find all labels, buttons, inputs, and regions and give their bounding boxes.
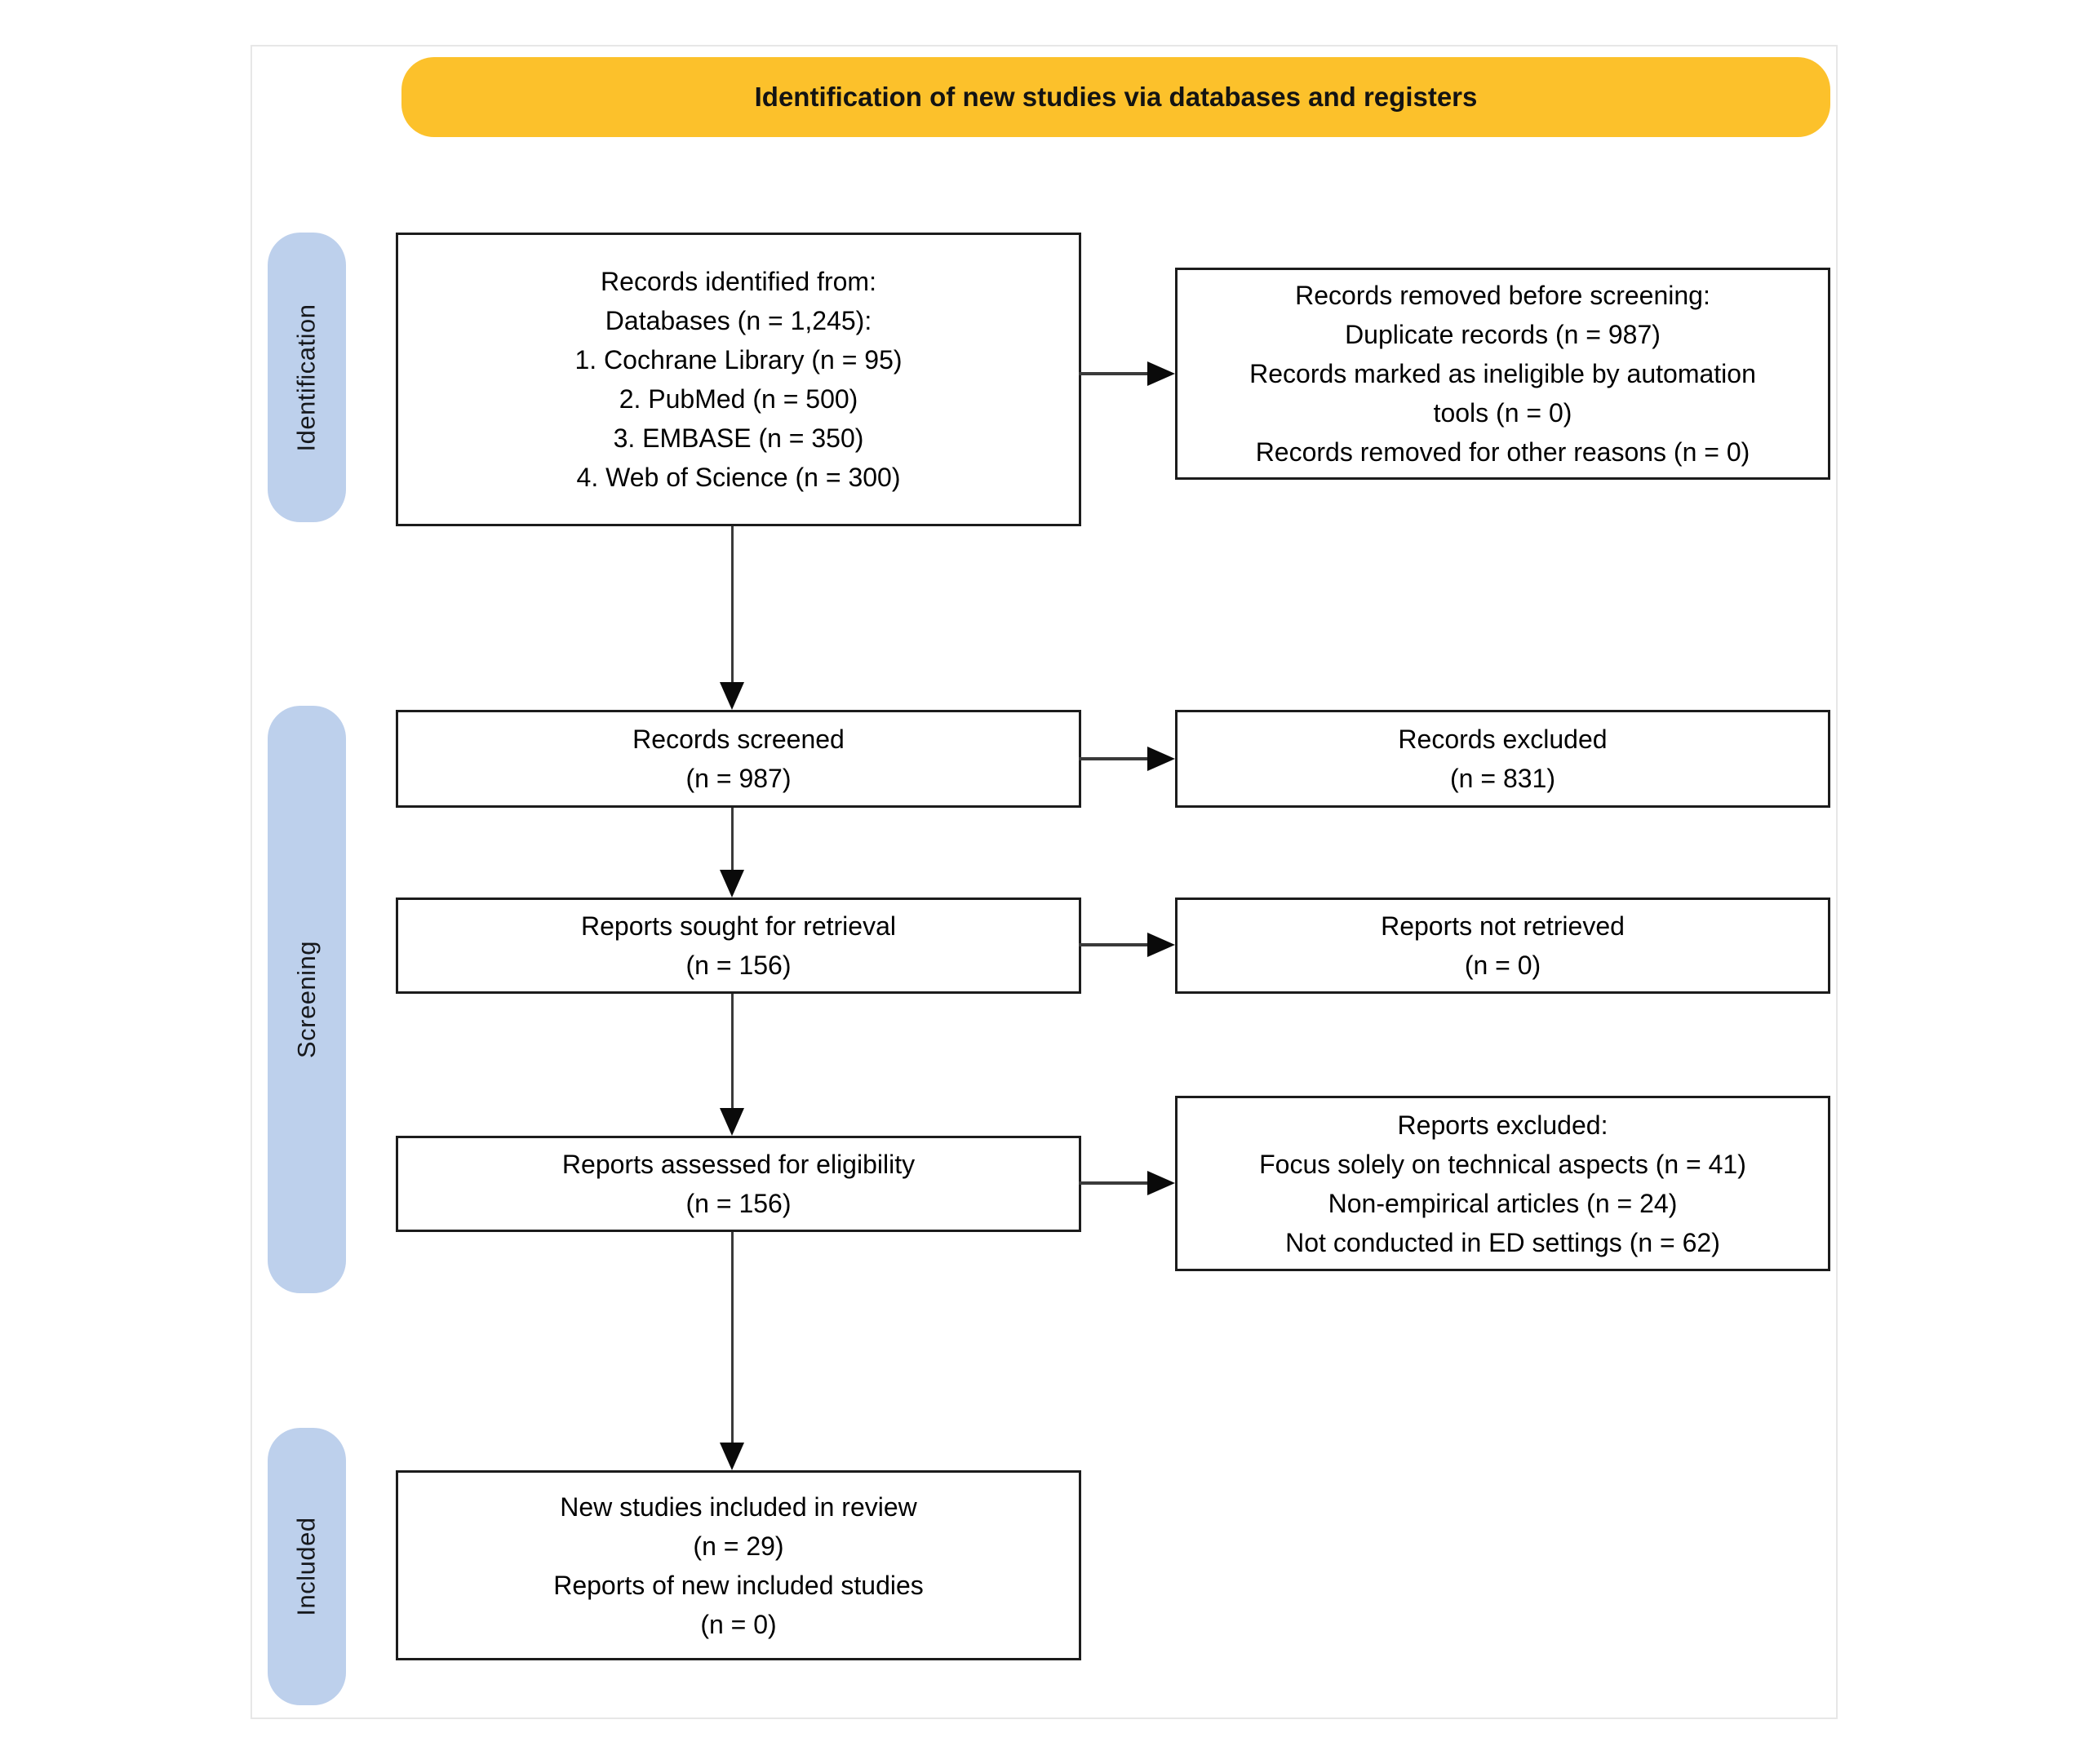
box-reports-excluded: Reports excluded: Focus solely on techni…	[1175, 1096, 1830, 1271]
arrow-shaft	[731, 1232, 734, 1443]
box-line: Reports sought for retrieval	[581, 911, 896, 941]
arrow-head-down-icon	[720, 1443, 744, 1470]
box-line: Records identified from:	[601, 267, 876, 296]
box-line: Records marked as ineligible by automati…	[1249, 359, 1756, 388]
box-line: (n = 156)	[685, 1189, 792, 1218]
box-line: 3. EMBASE (n = 350)	[613, 423, 864, 453]
arrow-head-right-icon	[1147, 747, 1175, 771]
arrow-shaft	[1079, 943, 1147, 946]
arrow-head-right-icon	[1147, 361, 1175, 386]
box-reports-sought: Reports sought for retrieval (n = 156)	[396, 898, 1081, 994]
box-line: (n = 831)	[1450, 764, 1555, 793]
stage-label-screening: Screening	[292, 940, 321, 1059]
title-banner-label: Identification of new studies via databa…	[754, 82, 1478, 112]
box-line: Reports of new included studies	[553, 1570, 924, 1600]
stage-label-included: Included	[292, 1517, 321, 1616]
box-line: Records removed for other reasons (n = 0…	[1255, 437, 1750, 467]
stage-pill-included: Included	[268, 1428, 346, 1705]
arrow-shaft	[1079, 757, 1147, 760]
box-records-screened: Records screened (n = 987)	[396, 710, 1081, 808]
box-line: Focus solely on technical aspects (n = 4…	[1259, 1149, 1746, 1179]
stage-pill-identification: Identification	[268, 233, 346, 522]
arrow-shaft	[1079, 372, 1147, 375]
arrow-shaft	[731, 994, 734, 1108]
box-line: Not conducted in ED settings (n = 62)	[1285, 1227, 1720, 1257]
box-line: (n = 156)	[685, 951, 792, 980]
box-line: Reports excluded:	[1397, 1110, 1608, 1140]
box-reports-not-retrieved: Reports not retrieved (n = 0)	[1175, 898, 1830, 994]
box-reports-assessed: Reports assessed for eligibility (n = 15…	[396, 1136, 1081, 1232]
box-line: Reports not retrieved	[1381, 911, 1625, 941]
box-new-studies-included: New studies included in review (n = 29) …	[396, 1470, 1081, 1660]
box-line: Duplicate records (n = 987)	[1345, 320, 1661, 349]
arrow-head-down-icon	[720, 682, 744, 710]
box-line: Records screened	[632, 725, 845, 754]
title-banner: Identification of new studies via databa…	[401, 57, 1830, 137]
box-line: Records removed before screening:	[1295, 281, 1710, 310]
stage-label-identification: Identification	[292, 303, 321, 452]
box-line: 4. Web of Science (n = 300)	[576, 463, 901, 492]
box-records-excluded: Records excluded (n = 831)	[1175, 710, 1830, 808]
box-line: 1. Cochrane Library (n = 95)	[574, 345, 903, 375]
arrow-head-right-icon	[1147, 933, 1175, 957]
arrow-shaft	[731, 526, 734, 682]
box-line: (n = 29)	[693, 1531, 784, 1561]
box-line: New studies included in review	[560, 1491, 917, 1522]
box-line: tools (n = 0)	[1433, 398, 1572, 428]
box-line: (n = 987)	[685, 764, 792, 793]
box-line: Reports assessed for eligibility	[561, 1150, 916, 1179]
arrow-shaft	[1079, 1181, 1147, 1185]
arrow-shaft	[731, 808, 734, 870]
arrow-head-right-icon	[1147, 1171, 1175, 1195]
stage-pill-screening: Screening	[268, 706, 346, 1293]
box-line: (n = 0)	[700, 1609, 777, 1639]
box-line: Databases (n = 1,245):	[605, 306, 872, 335]
arrow-head-down-icon	[720, 1108, 744, 1136]
box-line: Records excluded	[1398, 725, 1608, 754]
box-line: Non-empirical articles (n = 24)	[1328, 1188, 1678, 1218]
box-line: 2. PubMed (n = 500)	[619, 384, 858, 414]
box-line: (n = 0)	[1464, 951, 1541, 980]
box-records-removed: Records removed before screening: Duplic…	[1175, 268, 1830, 480]
box-records-identified: Records identified from: Databases (n = …	[396, 233, 1081, 526]
arrow-head-down-icon	[720, 870, 744, 898]
